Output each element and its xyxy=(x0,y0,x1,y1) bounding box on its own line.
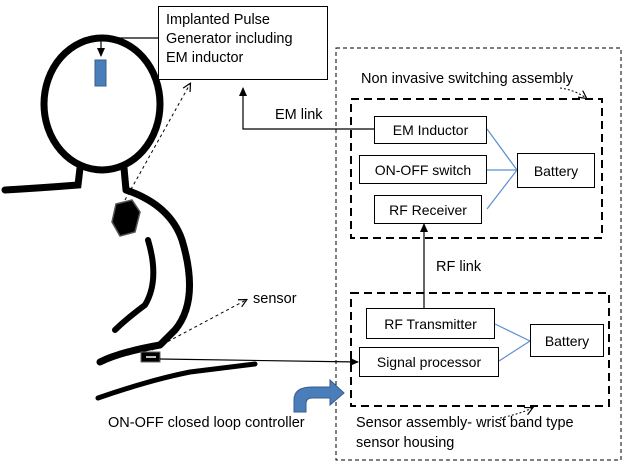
sensor-label: sensor xyxy=(253,291,297,307)
controller-curved-arrow-icon xyxy=(293,378,345,413)
ipg-box: Implanted Pulse Generator including EM i… xyxy=(158,6,328,80)
ipg-to-electrode-arrow xyxy=(97,37,158,57)
switching-title-dotted-arrow xyxy=(559,87,586,98)
rf-transmitter-box: RF Transmitter xyxy=(366,308,495,339)
em-link-label: EM link xyxy=(275,107,323,123)
rf-receiver-box: RF Receiver xyxy=(374,195,482,224)
device-to-ipg-dotted-arrow xyxy=(124,84,190,201)
sensor-assembly-caption-line-2: sensor housing xyxy=(356,435,455,451)
sensor-assembly-caption-line-1: Sensor assembly- wrist band type xyxy=(356,415,574,431)
em-link-arrow xyxy=(239,87,374,130)
ipg-line-1: Implanted Pulse xyxy=(166,12,270,28)
rf-link-label: RF link xyxy=(436,259,482,275)
on-off-switch-box: ON-OFF switch xyxy=(359,155,487,184)
ipg-line-3: EM inductor xyxy=(166,49,244,66)
sensor-to-processor-arrow xyxy=(159,357,359,366)
ipg-line-2: Generator including xyxy=(166,30,293,47)
implant-electrode-icon xyxy=(94,59,107,87)
signal-processor-box: Signal processor xyxy=(359,347,499,377)
switching-battery-connectors xyxy=(486,128,518,210)
switching-battery-box: Battery xyxy=(517,153,595,188)
sensor-battery-connectors xyxy=(494,323,531,362)
switching-assembly-title: Non invasive switching assembly xyxy=(361,71,573,87)
sensor-assembly-border xyxy=(350,292,610,407)
sensor-battery-box: Battery xyxy=(530,324,604,357)
pulse-generator-device-icon xyxy=(111,199,141,237)
controller-label: ON-OFF closed loop controller xyxy=(108,415,305,431)
em-inductor-box: EM Inductor xyxy=(374,116,487,144)
outer-system-border xyxy=(335,47,622,461)
